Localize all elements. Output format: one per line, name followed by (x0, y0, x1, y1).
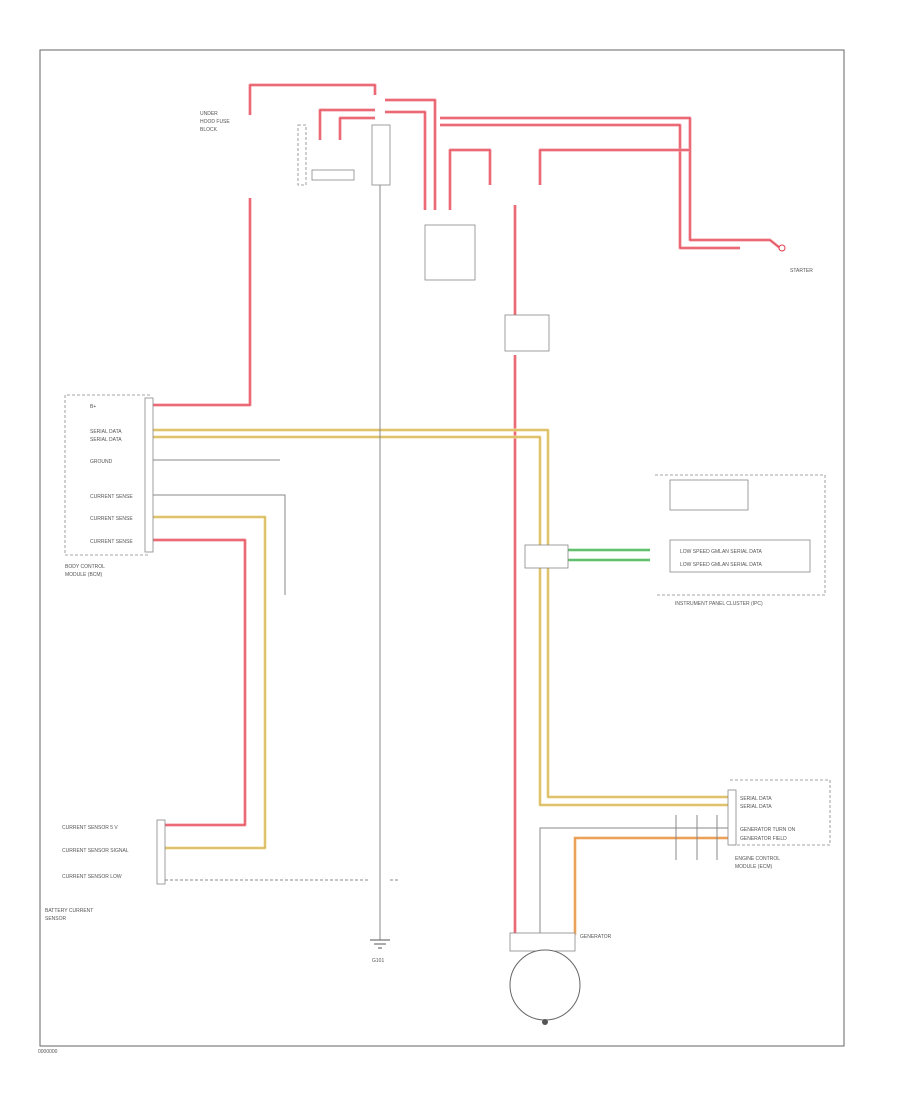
generator-label: GENERATOR (580, 934, 612, 940)
serial-data-wires (150, 428, 730, 850)
fuse-block-label-2: HOOD FUSE (200, 119, 230, 125)
diagram-frame (39, 49, 845, 1047)
bcm-pin-7: CURRENT SENSE (90, 539, 133, 545)
power-wires (150, 83, 781, 935)
ipc-label: INSTRUMENT PANEL CLUSTER (IPC) (675, 601, 763, 607)
ecm-label-2: MODULE (ECM) (735, 864, 773, 870)
body-control-module: BODY CONTROL MODULE (BCM) B+ SERIAL DATA… (64, 394, 154, 578)
ecm-pin-2: SERIAL DATA (740, 804, 772, 810)
ecm-label-1: ENGINE CONTROL (735, 856, 780, 862)
bcm-label-1: BODY CONTROL (65, 564, 105, 570)
sensor-pin-3: CURRENT SENSOR LOW (62, 874, 122, 880)
sensor-pin-1: CURRENT SENSOR 5 V (62, 825, 118, 831)
ipc-pin-2: LOW SPEED GMLAN SERIAL DATA (680, 562, 763, 568)
ecm-pin-grounds (675, 815, 718, 860)
field-wire (573, 836, 730, 935)
ground-label: G101 (372, 958, 384, 964)
ecm-pin-1: SERIAL DATA (740, 796, 772, 802)
battery-current-sensor: CURRENT SENSOR 5 V CURRENT SENSOR SIGNAL… (45, 819, 166, 922)
ecm-pin-3: GENERATOR TURN ON (740, 827, 796, 833)
sensor-label-2: SENSOR (45, 916, 67, 922)
engine-control-module: SERIAL DATA SERIAL DATA GENERATOR TURN O… (727, 779, 831, 870)
fuse-block-label-1: UNDER (200, 111, 218, 117)
bcm-pin-2: SERIAL DATA (90, 429, 122, 435)
bcm-pin-5: CURRENT SENSE (90, 494, 133, 500)
sensor-label-1: BATTERY CURRENT (45, 908, 93, 914)
starter: STARTER (778, 244, 813, 274)
bcm-label-2: MODULE (BCM) (65, 572, 103, 578)
ipc-pin-1: LOW SPEED GMLAN SERIAL DATA (680, 549, 763, 555)
bcm-pin-1: B+ (90, 404, 96, 410)
starter-label: STARTER (790, 268, 813, 274)
sensor-pin-2: CURRENT SENSOR SIGNAL (62, 848, 129, 854)
inline-fuse (504, 314, 550, 352)
instrument-panel-cluster: LOW SPEED GMLAN SERIAL DATA LOW SPEED GM… (655, 474, 826, 607)
bcm-pin-4: GROUND (90, 459, 113, 465)
fuse-block: UNDER HOOD FUSE BLOCK (200, 111, 476, 281)
ground-point: G101 (370, 939, 390, 964)
bcm-pin-6: CURRENT SENSE (90, 516, 133, 522)
ecm-pin-4: GENERATOR FIELD (740, 836, 787, 842)
bcm-pin-3: SERIAL DATA (90, 437, 122, 443)
lan-wires (568, 548, 650, 562)
serial-splice (524, 544, 569, 569)
ground-wires (150, 180, 730, 940)
footer-id: 0000000 (38, 1049, 58, 1055)
fuse-block-label-3: BLOCK (200, 127, 218, 133)
generator: GENERATOR (509, 932, 612, 1025)
